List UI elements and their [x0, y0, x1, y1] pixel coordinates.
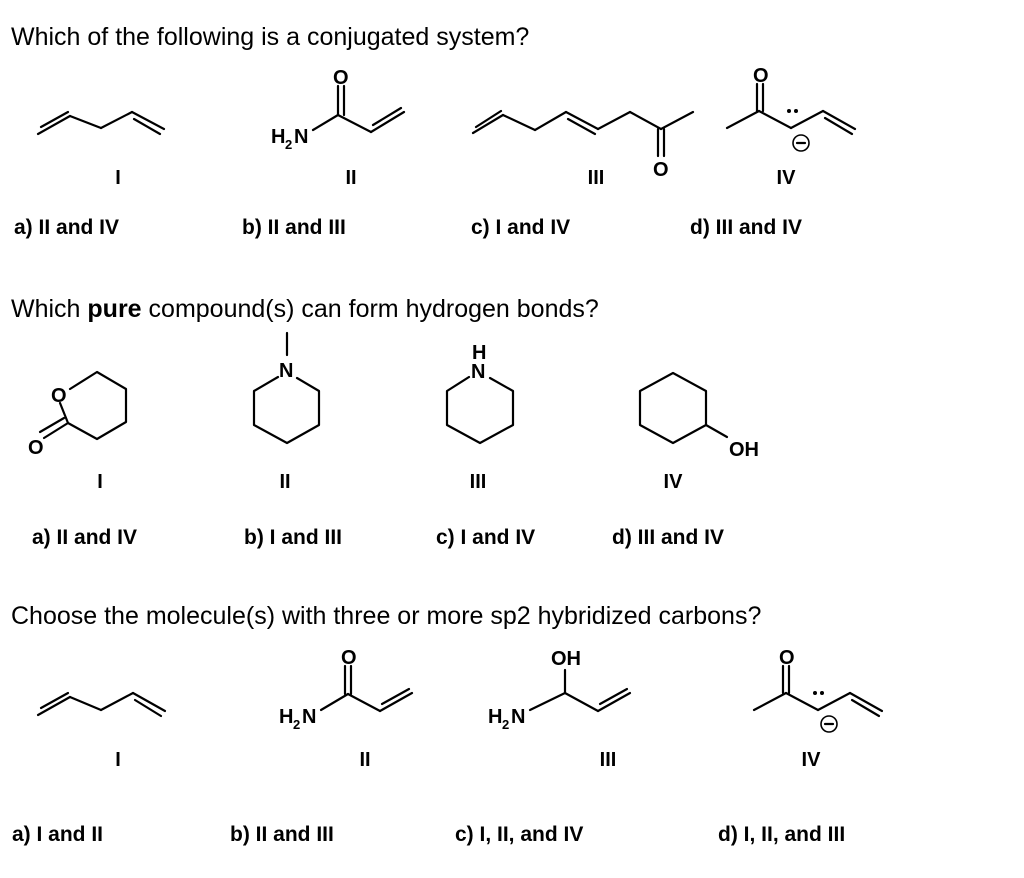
svg-text:N: N — [511, 706, 525, 728]
q3-molecule-IV: O — [752, 647, 884, 733]
q1-option-d[interactable]: d) III and IV — [690, 216, 803, 239]
svg-text:OH: OH — [729, 439, 759, 461]
svg-text:N: N — [471, 361, 485, 383]
svg-text:O: O — [51, 385, 67, 407]
svg-text:O: O — [753, 65, 769, 87]
q2-label-III: III — [469, 471, 487, 493]
svg-text:O: O — [333, 67, 349, 89]
q1-option-a[interactable]: a) II and IV — [14, 216, 120, 239]
q1-label-II: II — [345, 167, 357, 189]
q1-molecule-II: H 2 N O — [271, 67, 406, 152]
q3-option-a[interactable]: a) I and II — [12, 823, 104, 846]
svg-text:N: N — [294, 126, 308, 148]
q2-molecule-III: H N — [445, 342, 515, 445]
q2-option-d[interactable]: d) III and IV — [612, 526, 725, 549]
svg-text:O: O — [779, 647, 795, 669]
svg-text:O: O — [341, 647, 357, 669]
q3-label-II: II — [359, 749, 371, 771]
q3-label-IV: IV — [801, 749, 821, 771]
q3-label-III: III — [599, 749, 617, 771]
q2-molecule-I: O O — [28, 370, 128, 459]
question-1-prompt: Which of the following is a conjugated s… — [11, 23, 530, 51]
q3-option-b[interactable]: b) II and III — [230, 823, 334, 846]
q3-molecule-II: H 2 N O — [279, 647, 414, 732]
q2-molecule-II: N — [252, 331, 321, 445]
q2-label-II: II — [279, 471, 291, 493]
q3-molecule-I — [36, 691, 167, 718]
q1-label-III: III — [587, 167, 605, 189]
svg-text:H: H — [271, 126, 285, 148]
svg-text:2: 2 — [293, 717, 300, 732]
q1-molecule-I — [36, 110, 166, 136]
question-2-prompt: Which pure compound(s) can form hydrogen… — [11, 295, 599, 323]
svg-text:2: 2 — [502, 717, 509, 732]
svg-text:OH: OH — [551, 648, 581, 670]
q3-label-I: I — [115, 749, 121, 771]
q1-molecule-IV: O — [725, 65, 857, 152]
svg-text:N: N — [279, 360, 293, 382]
q3-option-d[interactable]: d) I, II, and III — [718, 823, 846, 846]
q2-option-b[interactable]: b) I and III — [244, 526, 342, 549]
q2-option-c[interactable]: c) I and IV — [436, 526, 536, 549]
q1-label-IV: IV — [776, 167, 796, 189]
svg-text:2: 2 — [285, 137, 292, 152]
q2-molecule-IV: OH — [638, 371, 759, 461]
q1-label-I: I — [115, 167, 121, 189]
q2-label-I: I — [97, 471, 103, 493]
svg-text:H: H — [472, 342, 486, 364]
question-3-prompt: Choose the molecule(s) with three or mor… — [11, 602, 762, 630]
svg-text:H: H — [279, 706, 293, 728]
svg-text:H: H — [488, 706, 502, 728]
q3-molecule-III: H 2 N OH — [488, 648, 632, 732]
q2-label-IV: IV — [663, 471, 683, 493]
svg-text:O: O — [653, 159, 669, 181]
svg-text:O: O — [28, 437, 44, 459]
q1-option-b[interactable]: b) II and III — [242, 216, 346, 239]
q1-option-c[interactable]: c) I and IV — [471, 216, 571, 239]
q2-option-a[interactable]: a) II and IV — [32, 526, 138, 549]
q3-option-c[interactable]: c) I, II, and IV — [455, 823, 584, 846]
q1-molecule-III: O — [471, 109, 695, 181]
svg-text:N: N — [302, 706, 316, 728]
